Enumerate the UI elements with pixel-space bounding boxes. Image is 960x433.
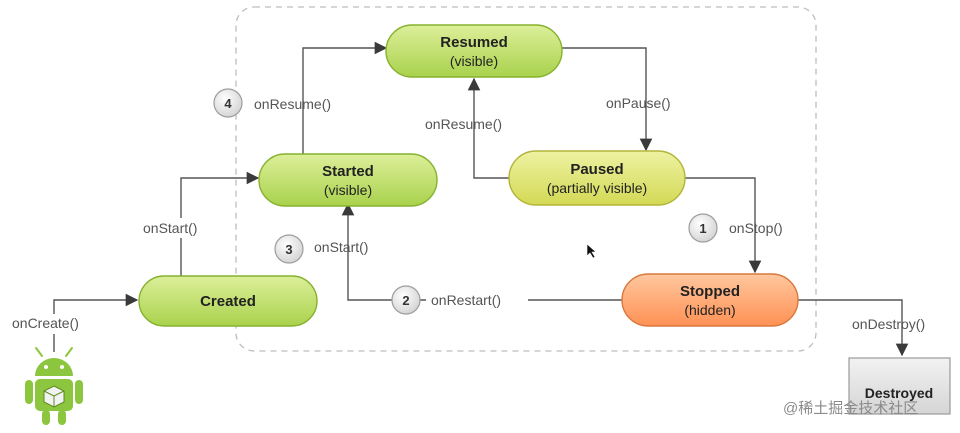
label-on-restart: onRestart() bbox=[431, 292, 501, 308]
label-on-stop: onStop() bbox=[729, 220, 783, 236]
edge-on-start-from-created bbox=[180, 171, 260, 276]
state-paused-title: Paused bbox=[570, 161, 623, 178]
watermark-text: @稀土掘金技术社区 bbox=[783, 400, 918, 417]
label-on-create: onCreate() bbox=[12, 315, 79, 331]
edge-on-create bbox=[53, 293, 139, 352]
state-stopped-subtitle: (hidden) bbox=[684, 302, 735, 318]
state-destroyed: Destroyed bbox=[848, 357, 951, 415]
edge-on-stop bbox=[682, 177, 762, 274]
edge-on-destroy bbox=[797, 299, 909, 357]
step-number-1: 1 bbox=[699, 221, 706, 236]
state-resumed: Resumed (visible) bbox=[385, 24, 563, 78]
label-on-start-restart: onStart() bbox=[314, 239, 368, 255]
state-paused-subtitle: (partially visible) bbox=[547, 180, 647, 196]
state-destroyed-title: Destroyed bbox=[865, 385, 933, 401]
state-stopped: Stopped (hidden) bbox=[621, 273, 799, 327]
edge-on-pause bbox=[562, 47, 653, 152]
state-started-subtitle: (visible) bbox=[324, 182, 372, 198]
state-resumed-subtitle: (visible) bbox=[450, 53, 498, 69]
mouse-cursor-icon bbox=[586, 243, 597, 259]
step-marker-1: 1 bbox=[688, 213, 718, 243]
label-on-start-created: onStart() bbox=[143, 220, 197, 236]
state-paused: Paused (partially visible) bbox=[508, 150, 686, 206]
label-on-resume-paused: onResume() bbox=[425, 116, 502, 132]
label-on-resume-started: onResume() bbox=[254, 96, 331, 112]
step-marker-2: 2 bbox=[391, 285, 421, 315]
state-stopped-title: Stopped bbox=[680, 283, 740, 300]
step-number-4: 4 bbox=[224, 96, 232, 111]
state-started-title: Started bbox=[322, 163, 374, 180]
label-on-pause: onPause() bbox=[606, 95, 671, 111]
label-on-destroy: onDestroy() bbox=[852, 316, 925, 332]
visible-lifetime-boundary bbox=[235, 6, 817, 352]
edge-on-resume-from-started bbox=[302, 41, 388, 154]
step-marker-4: 4 bbox=[213, 88, 243, 118]
state-created-title: Created bbox=[200, 293, 256, 310]
state-started: Started (visible) bbox=[258, 153, 438, 207]
step-number-2: 2 bbox=[402, 293, 409, 308]
step-number-3: 3 bbox=[285, 242, 292, 257]
state-resumed-title: Resumed bbox=[440, 34, 508, 51]
edge-on-resume-from-paused bbox=[467, 77, 510, 179]
android-robot-icon bbox=[25, 347, 83, 425]
step-marker-3: 3 bbox=[274, 234, 304, 264]
edge-on-restart bbox=[341, 202, 622, 301]
state-created: Created bbox=[138, 275, 318, 327]
